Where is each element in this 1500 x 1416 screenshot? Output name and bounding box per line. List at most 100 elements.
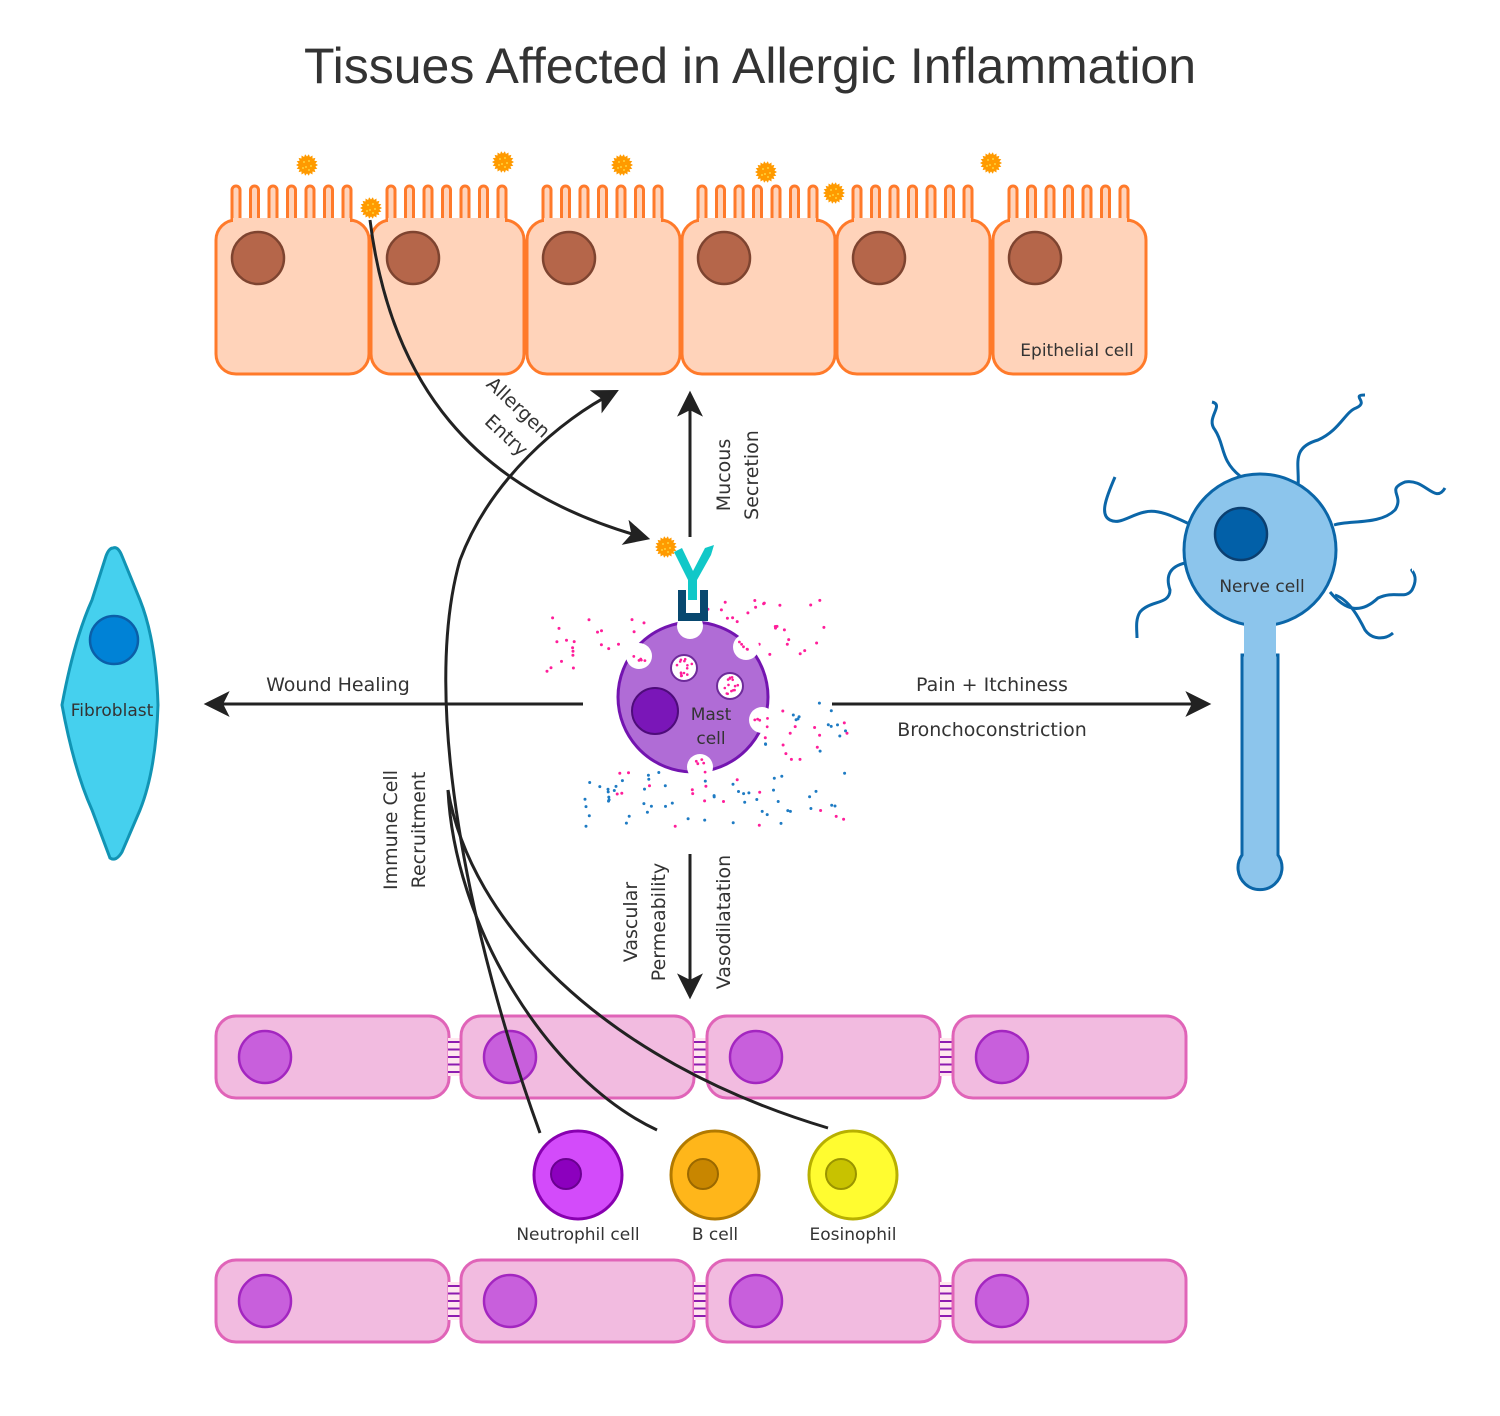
endothelial-cell[interactable] [951,1258,1188,1344]
epithelial-cell[interactable] [369,184,526,376]
microvilli [385,184,508,222]
granule-dot [606,787,610,791]
tight-junction [448,1282,460,1320]
granule-dot [776,800,780,803]
granule-dot [784,752,788,756]
granule-dot [803,649,807,653]
endothelial-nucleus [728,1273,784,1329]
granule-dot [843,771,847,775]
epithelial-cell[interactable] [214,184,371,376]
tight-junction [940,1282,952,1320]
granule-dot [814,789,818,793]
granule-dot [845,731,849,735]
epithelial-nucleus [541,230,597,286]
granule-dot [725,616,729,620]
eosinophil-label: Eosinophil [810,1225,897,1245]
neutrophil-cell[interactable]: Neutrophil cell [516,1129,640,1245]
endothelial-nucleus [974,1029,1030,1085]
tight-junction [694,1038,706,1076]
granule-dot [607,647,611,651]
endothelial-cell[interactable] [705,1014,942,1100]
granule-dot [808,795,812,799]
granule-dot [743,800,747,804]
mast-cell-nucleus [631,687,679,735]
microvilli [851,184,974,222]
granule-dot [712,795,716,799]
epithelial-cell-label: Epithelial cell [1020,341,1133,361]
granule-dot [731,782,735,786]
immune-label-line2: Recruitment [408,772,430,889]
endothelial-nucleus [728,1029,784,1085]
granule-dot [834,814,838,818]
endothelial-nucleus [237,1273,293,1329]
granule-dot [797,715,801,719]
endothelial-nucleus [237,1029,293,1085]
nerve-cell[interactable]: Nerve cell [1103,393,1447,892]
immune-recruitment-arrow[interactable] [444,390,619,1134]
granule-dot [584,824,588,828]
nerve-axon [1236,653,1284,892]
granule-dot [785,642,789,646]
allergen-entry-arrow[interactable] [368,219,651,545]
granule-dot [842,817,846,821]
endothelial-cell[interactable] [214,1258,451,1344]
granule-dot [646,773,650,777]
epithelial-cell[interactable] [680,184,837,376]
granule-dot [642,621,646,625]
epithelial-nucleus [851,230,907,286]
epithelial-cell[interactable] [525,184,682,376]
granule-dot [817,701,821,705]
granule-dot [829,709,833,713]
epithelial-nucleus [385,230,441,286]
granule-dot [791,713,795,717]
granule-dot [826,723,830,727]
granule-dot [690,788,694,792]
granule-dot [617,642,620,646]
fibroblast-cell[interactable]: Fibroblast [60,546,160,861]
endothelial-cell[interactable] [951,1014,1188,1100]
granule-dot [778,603,782,607]
mast-cell[interactable]: Mast cell [545,545,849,828]
endothelial-cell[interactable] [214,1014,451,1100]
epithelial-nucleus [230,230,286,286]
tight-junction [694,1282,706,1320]
granule-dot [737,790,740,793]
granule-dot [815,641,819,645]
nerve-nucleus [1213,506,1269,562]
granule-dot [703,818,707,822]
granule-dot [762,602,766,606]
epithelial-cell[interactable] [991,184,1148,376]
granule-dot [630,618,634,622]
granule-dot [663,784,667,788]
immune-label-line1: Immune Cell [380,770,402,890]
granule-dot [781,709,785,713]
microvilli [541,184,664,222]
granule-dot [772,788,775,792]
allergen-icon [360,197,382,219]
eosinophil-recruitment-line [446,789,829,1130]
eosinophil-cell[interactable]: Eosinophil [807,1129,899,1245]
granule-dot [830,803,834,807]
granule-dot [642,802,646,806]
granule-dot [587,814,591,818]
granule-dot [772,776,776,780]
endothelial-layer-bottom [214,1258,1188,1344]
granule-dot [793,725,797,729]
granule-dot [760,809,764,813]
allergen-icon [980,152,1002,174]
granule-dot [657,771,661,774]
epithelial-nucleus [1007,230,1063,286]
granule-dot [747,791,751,795]
b-cell[interactable]: B cell [669,1129,761,1245]
endothelial-cell[interactable] [459,1258,696,1344]
allergen-icon [611,154,633,176]
granule [670,654,698,682]
granule-dot [833,804,837,808]
endothelial-nucleus [974,1273,1030,1329]
fibroblast-nucleus [88,614,140,666]
epithelial-cell[interactable] [835,184,992,376]
epithelial-layer [214,184,1148,376]
endothelial-cell[interactable] [705,1258,942,1344]
granule-dot [686,817,690,821]
allergen-icon [655,536,677,558]
